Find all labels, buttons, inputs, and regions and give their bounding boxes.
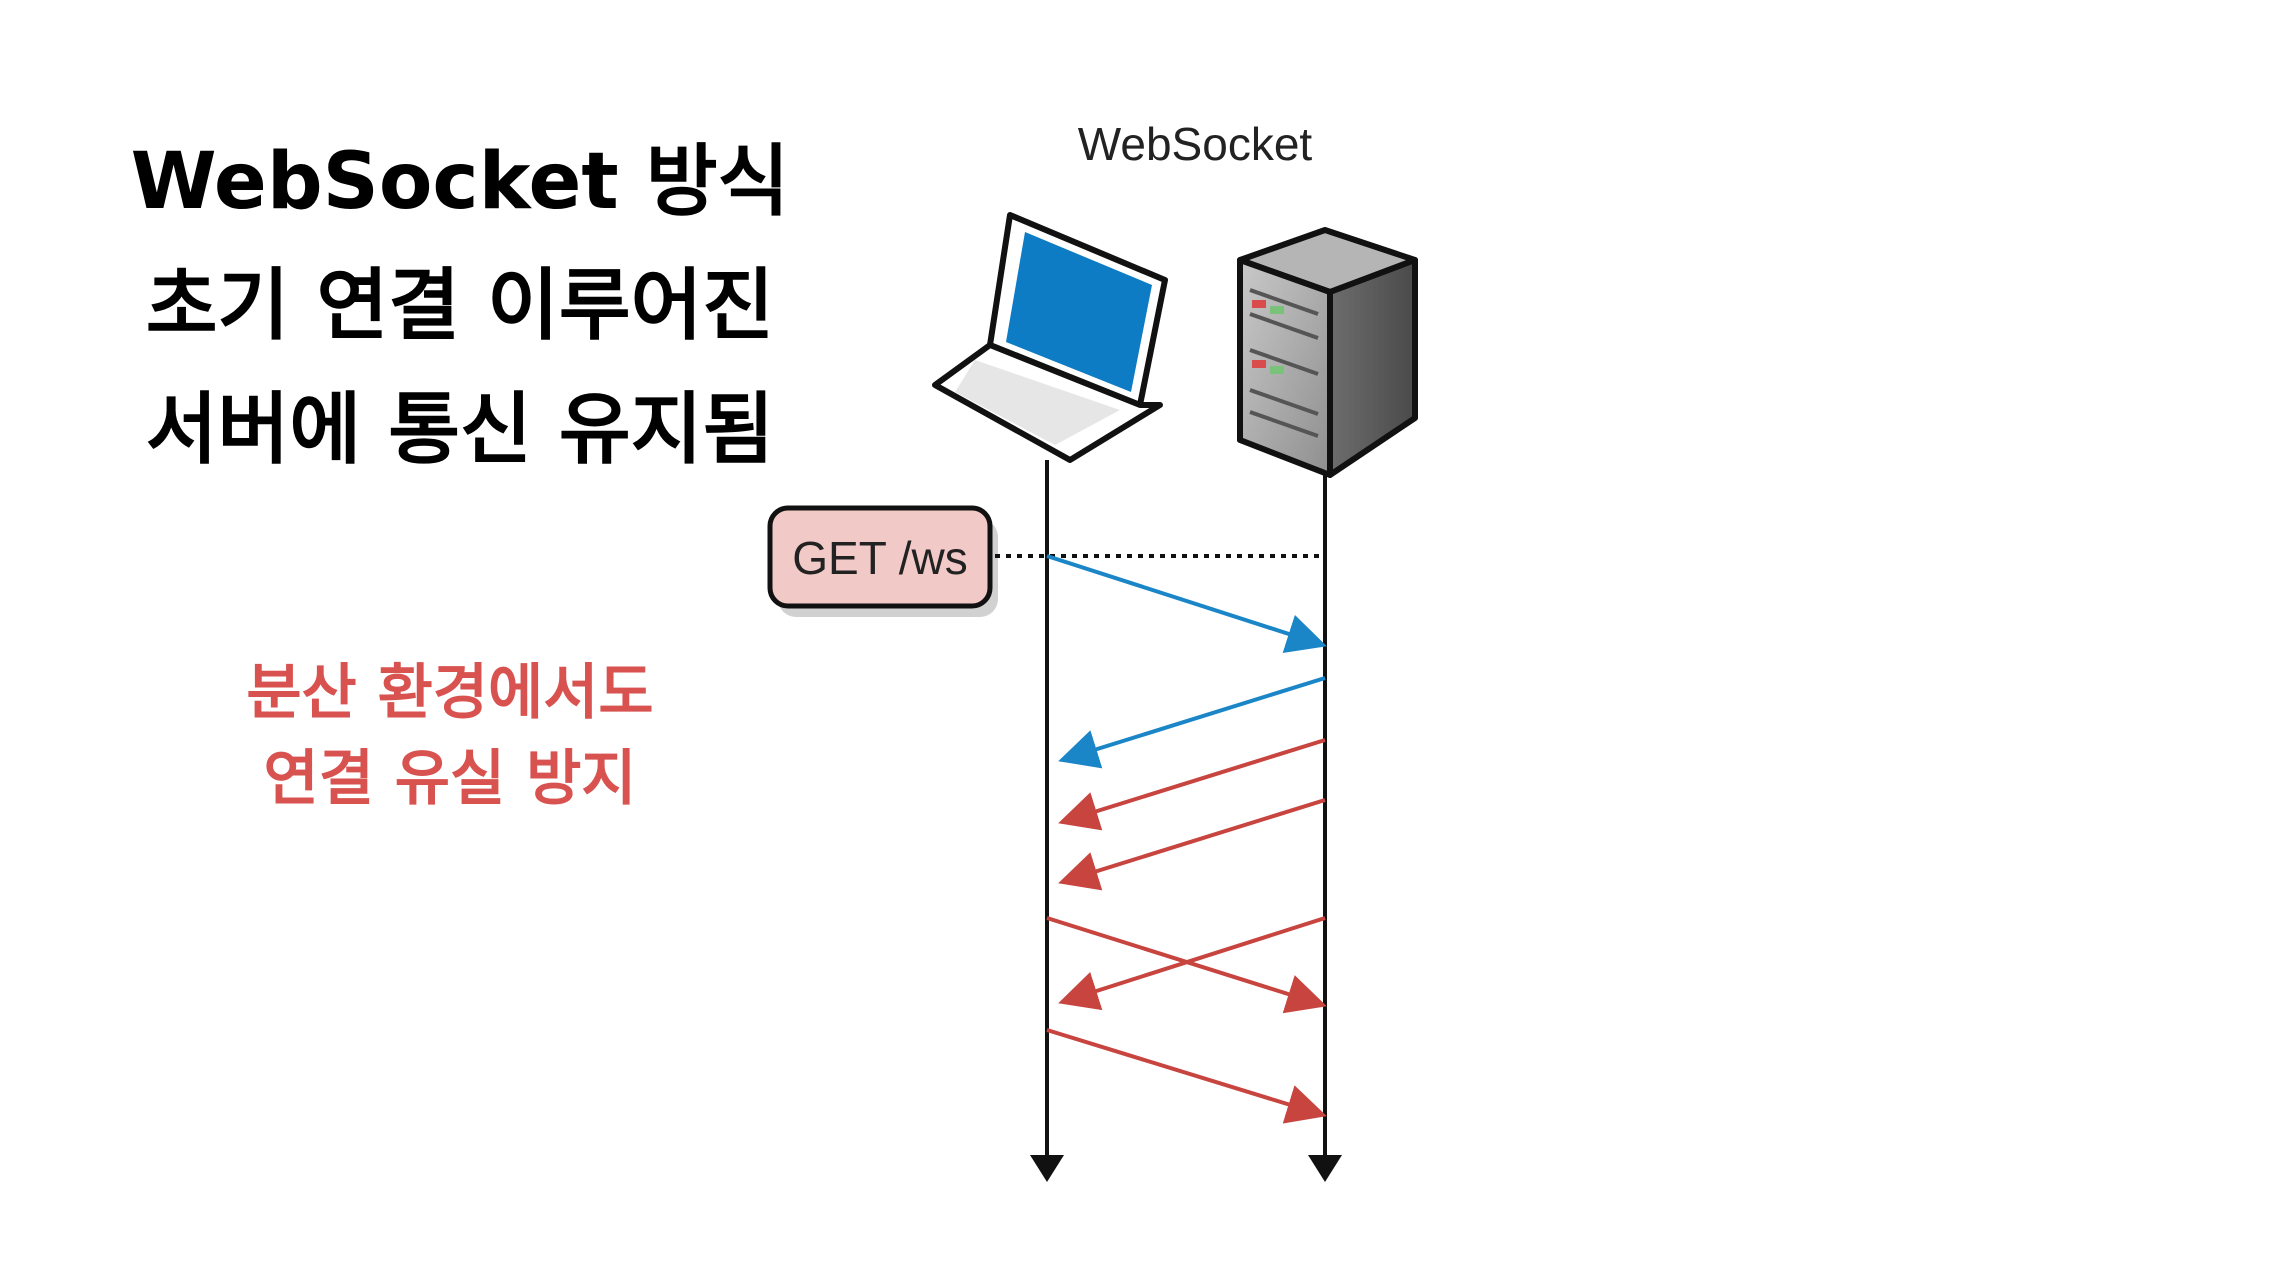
diagram-heading: WebSocket — [1078, 118, 1313, 170]
server-message-arrow — [1058, 798, 1326, 891]
request-box: GET /ws — [767, 505, 998, 617]
server-lifeline — [1308, 475, 1342, 1182]
title-line-2: 초기 연결 이루어진 — [145, 261, 775, 351]
handshake-request-arrow — [1046, 554, 1327, 653]
request-label: GET /ws — [792, 532, 968, 584]
client-message-arrow — [1046, 1028, 1327, 1124]
title-line-3: 서버에 통신 유지됨 — [145, 385, 775, 475]
slide-title: WebSocket 방식 초기 연결 이루어진 서버에 통신 유지됨 — [100, 120, 820, 492]
laptop-icon — [932, 212, 1168, 463]
note-line-2: 연결 유실 방지 — [263, 744, 637, 814]
handshake-response-arrow — [1058, 676, 1326, 769]
server-icon — [1237, 227, 1418, 478]
client-lifeline — [1030, 460, 1064, 1182]
server-message-arrow — [1058, 738, 1326, 831]
note-line-1: 분산 환경에서도 — [246, 658, 654, 728]
title-line-1: WebSocket 방식 — [130, 137, 790, 227]
server-message-arrow — [1058, 916, 1326, 1011]
highlight-note: 분산 환경에서도 연결 유실 방지 — [150, 650, 750, 822]
